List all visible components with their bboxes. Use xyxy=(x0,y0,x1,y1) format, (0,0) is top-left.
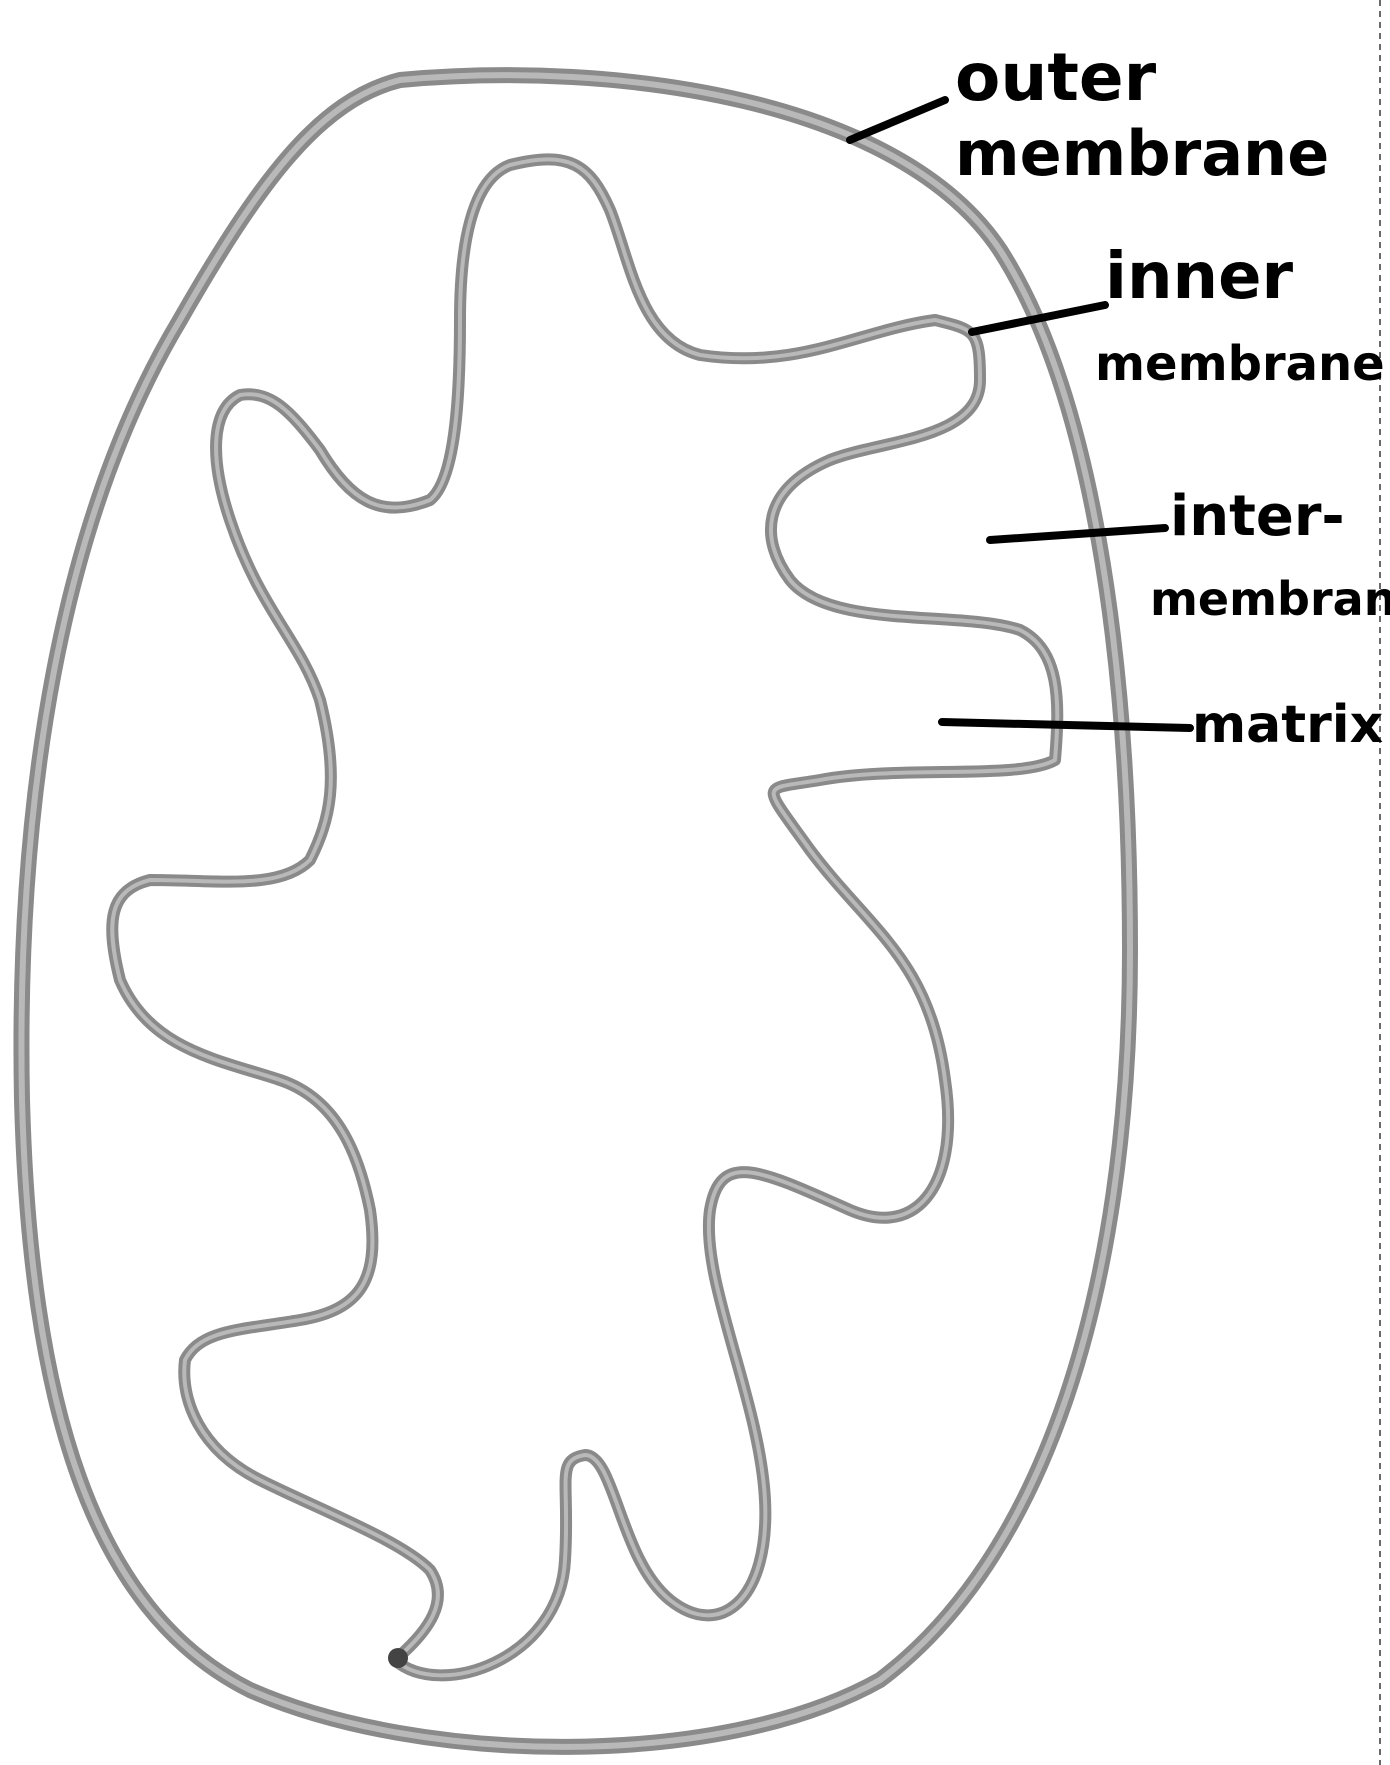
inner-membrane-knot xyxy=(388,1648,408,1668)
intermembrane-label: inter- membrane xyxy=(1150,484,1390,626)
matrix-leader xyxy=(942,722,1190,728)
matrix-label: matrix xyxy=(1192,695,1383,755)
outer-membrane-label: outer membrane xyxy=(955,39,1329,190)
inner-membrane-label: inner membrane xyxy=(1095,240,1385,392)
intermembrane-leader xyxy=(990,528,1165,540)
inner-membrane xyxy=(112,159,1057,1675)
outer-membrane-leader xyxy=(850,100,945,140)
